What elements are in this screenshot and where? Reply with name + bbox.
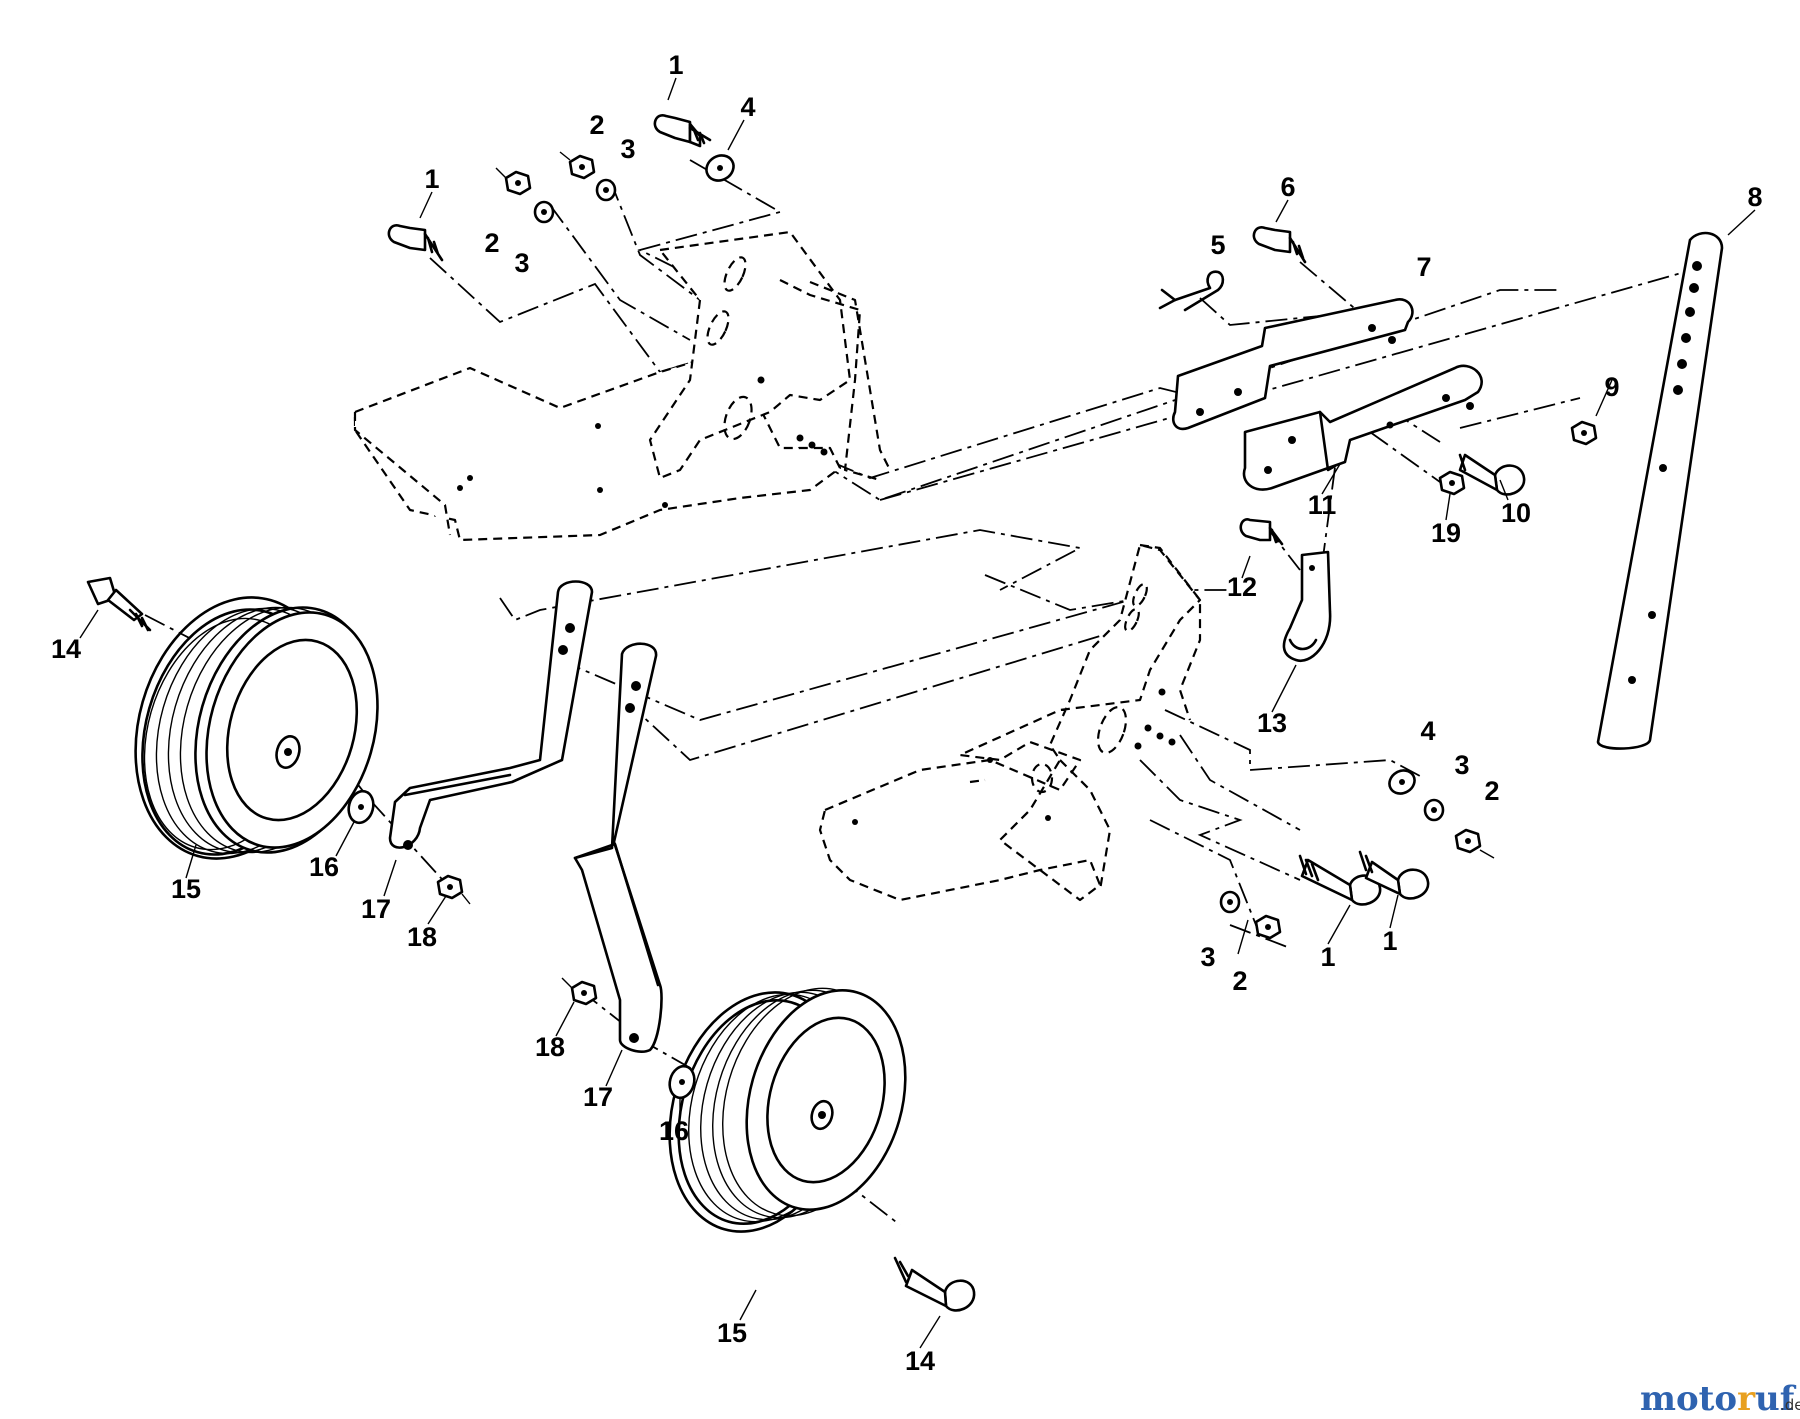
callout-label: 14 xyxy=(905,1346,935,1376)
nut-9 xyxy=(1570,420,1598,446)
callout-label: 14 xyxy=(51,634,81,664)
washer-3-lower xyxy=(1219,890,1241,914)
watermark-letter: o xyxy=(1676,1379,1699,1419)
callout-label: 4 xyxy=(1420,716,1435,746)
watermark-letter: o xyxy=(1714,1379,1737,1419)
washer-16-right xyxy=(668,1064,696,1100)
callout-label: 15 xyxy=(171,874,201,904)
watermark-logo-text: motoruf xyxy=(1640,1379,1797,1419)
callout-label: 3 xyxy=(620,134,635,164)
callout-label: 3 xyxy=(1200,942,1215,972)
callout-label: 16 xyxy=(309,852,339,882)
hair-pin-5 xyxy=(1158,270,1225,312)
crossbar-plate-11 xyxy=(1242,364,1483,491)
washer-16-left xyxy=(347,789,375,825)
callout-label: 10 xyxy=(1501,498,1531,528)
wheel-bracket-17-left xyxy=(388,580,594,850)
callout-label: 19 xyxy=(1431,518,1461,548)
callout-label: 13 xyxy=(1257,708,1287,738)
callout-label: 3 xyxy=(514,248,529,278)
washer-4-top xyxy=(705,154,735,182)
callout-label: 16 xyxy=(659,1116,689,1146)
bolt-14-left xyxy=(86,576,152,632)
callout-label: 3 xyxy=(1454,750,1469,780)
leader-lines xyxy=(144,159,1721,1226)
callout-label: 4 xyxy=(740,92,755,122)
bolt-1-left xyxy=(387,224,444,262)
left-mounting-bracket xyxy=(353,230,891,542)
wheel-15-right xyxy=(668,987,907,1233)
bolt-10 xyxy=(1458,453,1526,496)
watermark-letter: r xyxy=(1737,1379,1756,1419)
callout-label: 11 xyxy=(1308,490,1337,520)
bolt-6 xyxy=(1252,226,1307,264)
bolt-1-right-a xyxy=(1298,854,1382,906)
callout-label: 2 xyxy=(484,228,499,258)
callout-label: 2 xyxy=(1484,776,1499,806)
hitch-pin-13 xyxy=(1282,550,1332,663)
watermark-letter: t xyxy=(1699,1379,1715,1419)
depth-bar-8 xyxy=(1596,231,1724,750)
right-mounting-bracket xyxy=(818,543,1202,902)
watermark-letter: m xyxy=(1640,1379,1676,1419)
watermark-letter: f xyxy=(1780,1379,1797,1419)
watermark-domain: .de xyxy=(1780,1396,1800,1414)
callout-label: 1 xyxy=(424,164,439,194)
washer-3-right xyxy=(1423,798,1445,822)
bolt-1-right-b xyxy=(1358,850,1430,900)
callout-label: 7 xyxy=(1416,252,1431,282)
nut-18-left xyxy=(436,874,471,905)
wheel-bracket-17-right xyxy=(573,642,663,1053)
bolt-1-top xyxy=(653,114,712,148)
wheel-15-left xyxy=(134,596,379,860)
callout-label: 1 xyxy=(1320,942,1335,972)
callout-label: 2 xyxy=(1232,966,1247,996)
callout-label: 1 xyxy=(668,50,683,80)
washer-4-right xyxy=(1388,769,1416,795)
crossbar-plate-7 xyxy=(1171,298,1414,431)
callout-label: 2 xyxy=(589,110,604,140)
callout-label: 17 xyxy=(361,894,391,924)
callout-labels: 1 4 2 3 1 2 3 6 5 7 8 9 10 11 19 12 13 1… xyxy=(51,50,1763,1376)
watermark-letter: u xyxy=(1755,1379,1780,1419)
motoruf-watermark: motoruf .de xyxy=(1640,1379,1800,1419)
washer-3-left xyxy=(533,200,555,224)
nut-2-top xyxy=(559,151,596,180)
callout-label: 6 xyxy=(1280,172,1295,202)
washer-3-top xyxy=(595,178,617,202)
callout-leaders xyxy=(79,77,1756,1349)
callout-label: 18 xyxy=(407,922,437,952)
callout-label: 9 xyxy=(1604,372,1619,402)
nut-19 xyxy=(1438,470,1466,496)
callout-label: 8 xyxy=(1747,182,1762,212)
nut-18-right xyxy=(561,977,598,1006)
callout-label: 15 xyxy=(717,1318,747,1348)
callout-label: 5 xyxy=(1210,230,1225,260)
bolt-14-right xyxy=(893,1256,976,1312)
nut-2-left xyxy=(495,167,532,196)
bolt-12 xyxy=(1239,518,1284,546)
callout-label: 1 xyxy=(1382,926,1397,956)
callout-label: 18 xyxy=(535,1032,565,1062)
callout-label: 17 xyxy=(583,1082,613,1112)
nut-2-right xyxy=(1454,828,1495,859)
nut-2-lower xyxy=(1254,914,1282,940)
